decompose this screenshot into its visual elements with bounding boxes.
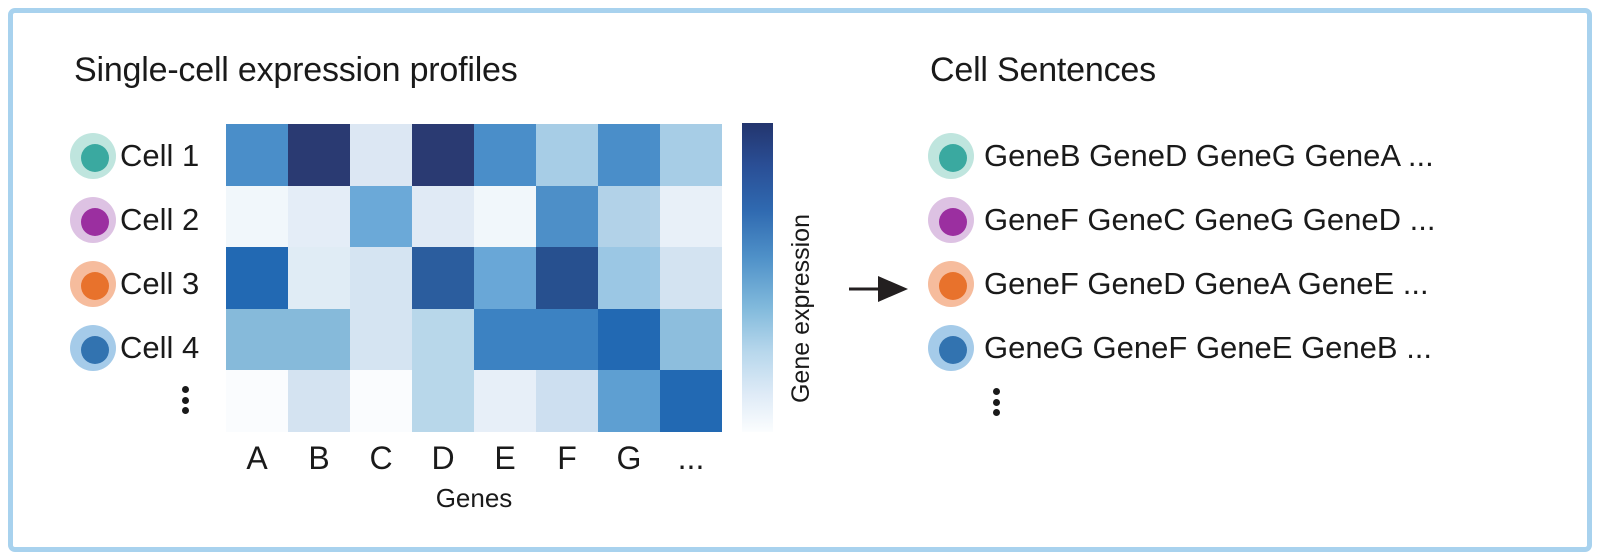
- cell-dot: [70, 261, 116, 307]
- cell-dot-inner: [939, 144, 967, 172]
- heatmap-cell: [412, 124, 474, 186]
- gene-expression-colorbar: [742, 123, 773, 432]
- gene-tick: E: [494, 440, 516, 476]
- heatmap-cell: [474, 124, 536, 186]
- sentence-text: GeneF GeneD GeneA GeneE ...: [984, 266, 1429, 301]
- heatmap-cell: [536, 185, 598, 248]
- heatmap-cell: [226, 185, 288, 248]
- gene-tick: B: [308, 440, 330, 476]
- gene-tick: A: [246, 440, 268, 476]
- left-panel-title: Single-cell expression profiles: [74, 51, 518, 89]
- heatmap-cell: [536, 308, 598, 371]
- heatmap-cell: [660, 124, 722, 186]
- heatmap-cell: [412, 185, 474, 248]
- sentence-text: GeneF GeneC GeneG GeneD ...: [984, 202, 1436, 237]
- cell-dot: [928, 197, 974, 243]
- heatmap-cell: [350, 185, 412, 248]
- heatmap-cell: [474, 185, 536, 248]
- cell-dot-inner: [939, 208, 967, 236]
- cell-sentence-list: GeneB GeneD GeneG GeneA ... GeneF GeneC …: [928, 124, 1435, 380]
- right-panel-title: Cell Sentences: [930, 51, 1156, 89]
- heatmap-cell: [660, 185, 722, 248]
- heatmap-cell: [288, 124, 350, 186]
- sentence-text: GeneG GeneF GeneE GeneB ...: [984, 330, 1433, 365]
- heatmap-cell: [536, 247, 598, 309]
- heatmap-cell: [350, 308, 412, 371]
- gene-tick: F: [557, 440, 577, 476]
- gene-tick: D: [431, 440, 455, 476]
- sentence-text: GeneB GeneD GeneG GeneA ...: [984, 138, 1434, 173]
- heatmap-cell: [598, 370, 660, 432]
- heatmap-cell: [474, 308, 536, 371]
- heatmap-cell: [412, 247, 474, 309]
- cell-dot-inner: [939, 272, 967, 300]
- gene-tick: G: [616, 440, 642, 476]
- heatmap-cell: [412, 370, 474, 432]
- genes-axis-label: Genes: [435, 483, 513, 513]
- cell-dot-inner: [81, 208, 109, 236]
- cell-label: Cell 2: [120, 202, 200, 237]
- cell-dot: [928, 133, 974, 179]
- vertical-ellipsis-icon: [181, 386, 189, 414]
- legend-row: Cell 1: [70, 124, 220, 188]
- heatmap-cell: [226, 124, 288, 186]
- heatmap-cell: [288, 247, 350, 309]
- heatmap-cell: [660, 370, 722, 432]
- heatmap-cell: [536, 370, 598, 432]
- cell-dot: [70, 197, 116, 243]
- cell-dot-inner: [81, 144, 109, 172]
- heatmap-cell: [288, 370, 350, 432]
- right-arrow-icon: [848, 272, 910, 311]
- heatmap-cell: [598, 247, 660, 309]
- heatmap-cell: [474, 370, 536, 432]
- heatmap-cell: [598, 308, 660, 371]
- colorbar-label: Gene expression: [787, 214, 815, 404]
- cell-legend: Cell 1 Cell 2 Cell 3 Cell 4: [70, 124, 220, 380]
- heatmap-cell: [660, 247, 722, 309]
- vertical-ellipsis-icon: [992, 388, 1000, 416]
- heatmap-cell: [350, 370, 412, 432]
- heatmap-cell: [412, 308, 474, 371]
- gene-tick: C: [369, 440, 393, 476]
- heatmap-cell: [598, 185, 660, 248]
- sentence-row: GeneF GeneC GeneG GeneD ...: [928, 188, 1435, 252]
- expression-heatmap: [226, 124, 722, 432]
- heatmap-cell: [598, 124, 660, 186]
- legend-row: Cell 2: [70, 188, 220, 252]
- sentence-row: GeneF GeneD GeneA GeneE ...: [928, 252, 1435, 316]
- cell-label: Cell 3: [120, 266, 200, 301]
- heatmap-cell: [350, 124, 412, 186]
- cell-label: Cell 4: [120, 330, 200, 365]
- sentence-row: GeneB GeneD GeneG GeneA ...: [928, 124, 1435, 188]
- legend-row: Cell 4: [70, 316, 220, 380]
- heatmap-cell: [288, 185, 350, 248]
- cell-dot: [928, 261, 974, 307]
- heatmap-cell: [660, 308, 722, 371]
- gene-axis-ticks: A B C D E F G ...: [226, 440, 722, 477]
- heatmap-cell: [536, 124, 598, 186]
- cell-dot: [928, 325, 974, 371]
- heatmap-cell: [226, 370, 288, 432]
- sentence-row: GeneG GeneF GeneE GeneB ...: [928, 316, 1435, 380]
- legend-row: Cell 3: [70, 252, 220, 316]
- cell-dot: [70, 325, 116, 371]
- cell-dot: [70, 133, 116, 179]
- cell-dot-inner: [81, 272, 109, 300]
- heatmap-cell: [226, 308, 288, 371]
- heatmap-cell: [350, 247, 412, 309]
- cell-label: Cell 1: [120, 138, 200, 173]
- heatmap-cell: [226, 247, 288, 309]
- cell-dot-inner: [81, 336, 109, 364]
- heatmap-cell: [288, 308, 350, 371]
- heatmap-cell: [474, 247, 536, 309]
- gene-tick: ...: [677, 440, 705, 476]
- cell-dot-inner: [939, 336, 967, 364]
